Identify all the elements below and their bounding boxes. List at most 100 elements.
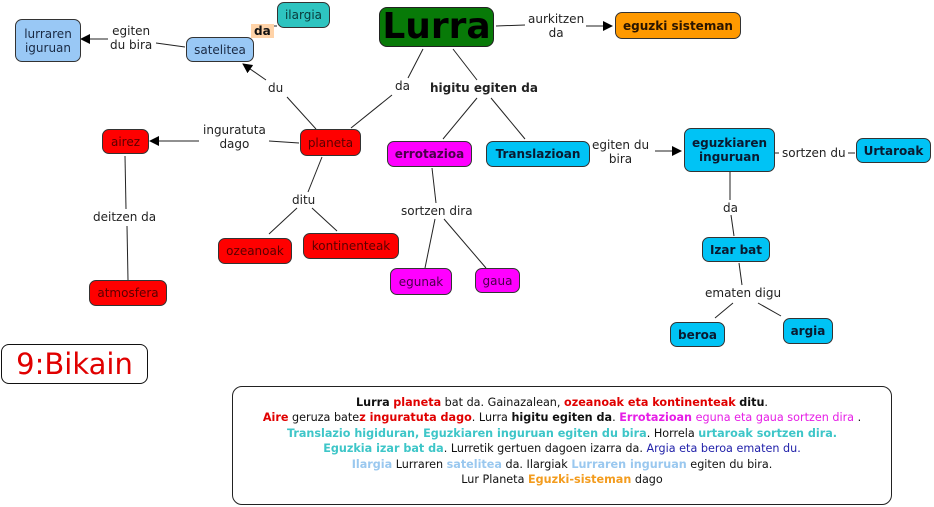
edge-ematen-beroa xyxy=(714,302,734,319)
concept-urtaroak[interactable]: Urtaroak xyxy=(856,138,931,163)
concept-argia[interactable]: argia xyxy=(783,318,833,344)
summary-segment: Errotazioan xyxy=(619,411,693,425)
edge-ematen-argia xyxy=(757,302,782,317)
concept-ilargia[interactable]: ilargia xyxy=(277,2,330,28)
summary-segment: egiten du bira. xyxy=(686,457,773,471)
summary-line: Lurra planeta bat da. Gainazalean, ozean… xyxy=(239,395,885,410)
summary-segment: Lurra xyxy=(356,396,390,409)
concept-planeta[interactable]: planeta xyxy=(300,129,361,156)
link-deitzen-da: deitzen da xyxy=(91,210,159,224)
edge-higitu-translazioan xyxy=(490,97,526,140)
summary-segment: . xyxy=(612,411,620,425)
summary-line: Aire geruza batez inguratuta dago. Lurra… xyxy=(239,410,885,425)
concept-satelitea-label: satelitea xyxy=(194,42,246,57)
summary-segment: higitu egiten da xyxy=(511,411,613,425)
edge-deitzen-atmosfera xyxy=(126,225,129,281)
summary-segment: . xyxy=(764,396,768,409)
link-ditu: ditu xyxy=(290,193,318,207)
edge-sortzen-gaua xyxy=(443,218,487,269)
concept-gaua-label: gaua xyxy=(482,273,513,288)
edge-sortzen-egunak xyxy=(424,218,436,269)
summary-line: Ilargia Lurraren satelitea da. Ilargiak … xyxy=(239,457,885,472)
concept-eguzki-sisteman[interactable]: eguzki sisteman xyxy=(615,12,741,39)
score-badge: 9:Bikain xyxy=(1,344,148,384)
summary-segment: urtaroak sortzen dira. xyxy=(698,426,838,440)
edge-errotazioa-sortzen xyxy=(431,167,437,204)
summary-segment: satelitea xyxy=(446,457,502,471)
concept-airez[interactable]: airez xyxy=(102,129,149,154)
link-da-planeta: da xyxy=(393,79,412,93)
summary-segment: . Horrela xyxy=(646,426,699,440)
link-da-ilargia: da xyxy=(251,24,274,38)
concept-kontinenteak-label: kontinenteak xyxy=(311,239,391,253)
concept-atmosfera[interactable]: atmosfera xyxy=(89,280,167,306)
concept-izar-bat[interactable]: Izar bat xyxy=(702,237,770,262)
concept-beroa-label: beroa xyxy=(678,327,717,342)
summary-segment: da. Ilargiak xyxy=(501,457,572,471)
summary-segment: Ilargia xyxy=(351,457,393,471)
summary-segment: eguna eta gaua sortzen dira xyxy=(692,411,855,425)
edge-ditu-kontinenteak xyxy=(311,207,338,232)
concept-eguzki-sisteman-label: eguzki sisteman xyxy=(623,18,733,33)
concept-ilargia-label: ilargia xyxy=(284,8,323,22)
link-inguratuta-dago: inguratuta dago xyxy=(201,123,268,151)
edge-planeta-inguratuta xyxy=(268,140,300,144)
concept-errotazioa-label: errotazioa xyxy=(394,147,465,161)
concept-argia-label: argia xyxy=(790,324,826,338)
link-higitu-egiten-da: higitu egiten da xyxy=(428,81,540,95)
link-aurkitzen-da: aurkitzen da xyxy=(526,12,587,40)
concept-translazioan-label: Translazioan xyxy=(495,147,581,161)
concept-airez-label: airez xyxy=(110,134,141,149)
summary-segment: Argia eta beroa ematen du. xyxy=(646,442,801,456)
link-sortzen-du: sortzen du xyxy=(780,146,848,160)
edge-lurra-da xyxy=(407,48,424,79)
summary-segment: Eguzkia izar bat da xyxy=(323,442,444,456)
concept-planeta-label: planeta xyxy=(307,135,354,150)
summary-line: Lur Planeta Eguzki-sisteman dago xyxy=(239,472,885,487)
edge-da-planeta xyxy=(350,94,393,129)
summary-segment: Eguzki-sisteman xyxy=(527,473,632,487)
concept-translazioan[interactable]: Translazioan xyxy=(486,141,590,167)
concept-gaua[interactable]: gaua xyxy=(475,268,520,293)
concept-ozeanoak-label: ozeanoak xyxy=(226,244,284,258)
edge-izar-ematen xyxy=(738,262,743,286)
concept-errotazioa[interactable]: errotazioa xyxy=(387,141,472,167)
summary-segment: planeta xyxy=(393,396,442,409)
summary-segment: . Lurretik gertuen dagoen izarra da. xyxy=(443,442,647,456)
concept-kontinenteak[interactable]: kontinenteak xyxy=(303,233,399,259)
edge-lurra-aurkitzen xyxy=(495,24,526,27)
summary-segment: ditu xyxy=(739,396,765,409)
concept-urtaroak-label: Urtaroak xyxy=(863,143,924,158)
edge-higitu-errotazioa xyxy=(442,97,478,140)
concept-eguzkiaren-inguruan[interactable]: eguzkiaren inguruan xyxy=(684,128,775,172)
concept-eguzkiaren-inguruan-label: eguzkiaren inguruan xyxy=(691,136,768,164)
concept-lurraren-iguruan-label: lurraren iguruan xyxy=(24,26,72,55)
summary-segment: dago xyxy=(631,473,663,487)
concept-atmosfera-label: atmosfera xyxy=(97,286,159,300)
edge-planeta-du xyxy=(286,96,317,130)
summary-segment: bat da. Gainazalean, xyxy=(441,396,565,409)
link-da-izar: da xyxy=(721,201,740,215)
summary-line: Eguzkia izar bat da. Lurretik gertuen da… xyxy=(239,441,885,456)
summary-segment: Aire xyxy=(262,411,289,425)
link-egiten-du-bira-eguzkiaren: egiten du bira xyxy=(590,138,652,166)
edge-satelitea-egiten xyxy=(155,42,186,48)
concept-satelitea[interactable]: satelitea xyxy=(186,37,254,62)
edge-airez-deitzen xyxy=(124,155,127,210)
concept-ozeanoak[interactable]: ozeanoak xyxy=(218,238,292,264)
summary-segment: Translazio higiduran, Eguzkiaren ingurua… xyxy=(286,426,647,440)
summary-segment: Lurraren xyxy=(392,457,447,471)
link-egiten-du-bira-satelitea: egiten du bira xyxy=(108,24,155,52)
concept-egunak[interactable]: egunak xyxy=(390,268,452,295)
edge-du-satelitea xyxy=(242,63,267,81)
edge-da-izar xyxy=(730,214,735,237)
concept-beroa[interactable]: beroa xyxy=(670,322,725,347)
concept-lurraren-iguruan[interactable]: lurraren iguruan xyxy=(15,19,81,62)
summary-text-box: Lurra planeta bat da. Gainazalean, ozean… xyxy=(232,386,892,505)
concept-lurra-label: Lurra xyxy=(382,6,491,47)
summary-line: Translazio higiduran, Eguzkiaren ingurua… xyxy=(239,426,885,441)
concept-izar-bat-label: Izar bat xyxy=(709,242,763,257)
edge-lurra-higitu xyxy=(452,48,478,81)
summary-segment: Lur Planeta xyxy=(461,473,528,487)
concept-lurra[interactable]: Lurra xyxy=(379,7,494,47)
